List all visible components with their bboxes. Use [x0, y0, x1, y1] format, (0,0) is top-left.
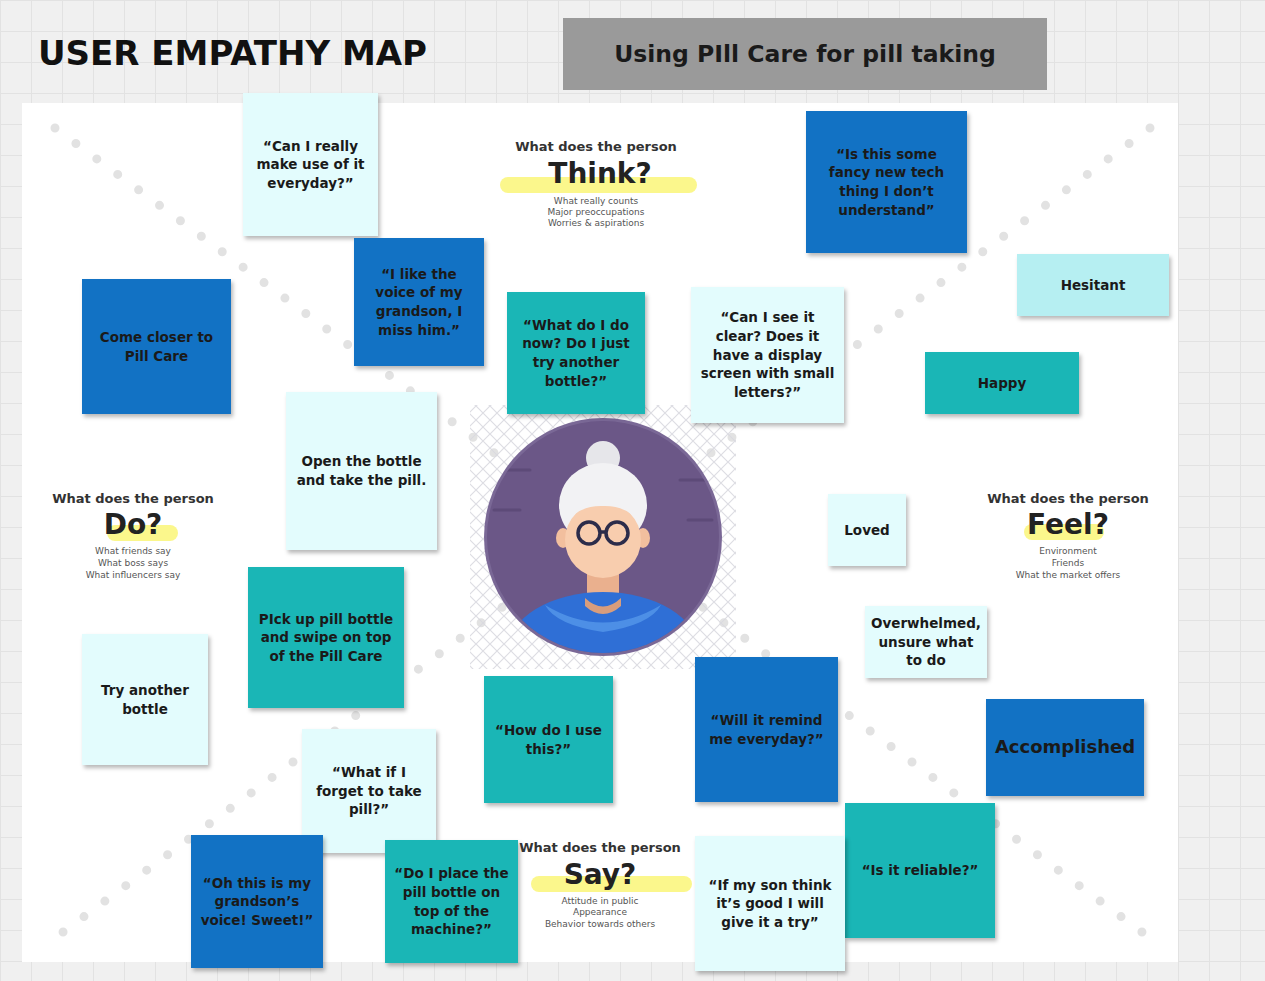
dotted-diagonals	[55, 128, 1150, 938]
sticky-note: “Can I really make use of it everyday?”	[243, 93, 378, 236]
page-title: USER EMPATHY MAP	[38, 33, 427, 73]
quadrant-question: What does the person	[987, 491, 1149, 506]
sticky-note: “How do I use this?”	[484, 676, 613, 803]
avatar-illustration	[484, 418, 722, 708]
note-text: Try another bottle	[87, 681, 203, 718]
sticky-note: Hesitant	[1017, 254, 1169, 316]
quadrant-hint: Behavior towards others	[545, 919, 655, 929]
note-text: “Can I really make use of it everyday?”	[251, 137, 370, 193]
highlight-bars	[107, 177, 1104, 892]
note-text: Happy	[978, 374, 1027, 393]
note-text: Using PIll Care for pill taking	[614, 38, 996, 70]
note-text: PIck up pill bottle and swipe on top of …	[256, 610, 396, 666]
quadrant-question: What does the person	[515, 139, 677, 154]
quadrant-hint: Attitude in public	[561, 896, 638, 906]
sticky-note: Loved	[828, 494, 906, 566]
sticky-note: Overwhelmed, unsure what to do	[865, 606, 987, 678]
note-text: “What do I do now? Do I just try another…	[515, 316, 637, 391]
quadrant-heading: Think?	[548, 157, 651, 190]
quadrant-hint: Environment	[1039, 546, 1096, 556]
sticky-note: “What do I do now? Do I just try another…	[507, 292, 645, 414]
note-text: “I like the voice of my grandson, I miss…	[362, 265, 476, 340]
note-text: “Is this some fancy new tech thing I don…	[814, 145, 959, 220]
quadrant-heading: Feel?	[1027, 508, 1109, 541]
note-text: “How do I use this?”	[489, 721, 608, 758]
sticky-note: “Can I see it clear? Does it have a disp…	[691, 287, 844, 423]
note-text: Open the bottle and take the pill.	[294, 452, 429, 489]
quadrant-hint: What friends say	[95, 546, 171, 556]
quadrant-hint: What boss says	[98, 558, 168, 568]
note-text: “What if I forget to take pill?”	[310, 763, 428, 819]
sticky-note: Come closer to Pill Care	[82, 279, 231, 414]
note-text: Overwhelmed, unsure what to do	[870, 614, 982, 670]
title-box: Using PIll Care for pill taking	[563, 18, 1047, 90]
quadrant-hint: Worries & aspirations	[548, 218, 644, 228]
sticky-note: PIck up pill bottle and swipe on top of …	[248, 567, 404, 708]
sticky-note: “Oh this is my grandson’s voice! Sweet!”	[191, 835, 323, 968]
note-text: “Can I see it clear? Does it have a disp…	[699, 308, 836, 401]
hatch-area	[470, 405, 736, 669]
sticky-note: “I like the voice of my grandson, I miss…	[354, 238, 484, 366]
sticky-note: Accomplished	[986, 699, 1144, 796]
sticky-note: Open the bottle and take the pill.	[286, 392, 437, 550]
note-text: “Oh this is my grandson’s voice! Sweet!”	[199, 874, 315, 930]
note-text: “If my son think it’s good I will give i…	[703, 876, 837, 932]
note-text: “Will it remind me everyday?”	[703, 711, 830, 748]
note-text: “Is it reliable?”	[862, 861, 979, 880]
note-text: “Do I place the pill bottle on top of th…	[393, 864, 510, 939]
sticky-note: “Is it reliable?”	[845, 803, 995, 938]
quadrant-question: What does the person	[519, 840, 681, 855]
note-text: Come closer to Pill Care	[90, 328, 223, 365]
board	[22, 103, 1178, 962]
sticky-note: “Will it remind me everyday?”	[695, 657, 838, 802]
quadrant-hint: What really counts	[554, 196, 638, 206]
quadrant-heading: Say?	[564, 858, 637, 891]
note-text: Hesitant	[1061, 276, 1126, 295]
quadrant-hint: Major preoccupations	[548, 207, 645, 217]
quadrant-heading: Do?	[104, 508, 163, 541]
sticky-note: “Do I place the pill bottle on top of th…	[385, 840, 518, 963]
quadrant-hint: Appearance	[573, 907, 627, 917]
quadrant-hint: Friends	[1052, 558, 1084, 568]
quadrant-question: What does the person	[52, 491, 214, 506]
note-text: Loved	[844, 521, 890, 540]
sticky-note: Try another bottle	[82, 634, 208, 765]
quadrant-hint: What the market offers	[1016, 570, 1121, 580]
note-text: Accomplished	[995, 735, 1135, 760]
sticky-note: Happy	[925, 352, 1079, 414]
sticky-note: “Is this some fancy new tech thing I don…	[806, 111, 967, 253]
sticky-note: “If my son think it’s good I will give i…	[695, 836, 845, 971]
quadrant-hint: What influencers say	[86, 570, 181, 580]
